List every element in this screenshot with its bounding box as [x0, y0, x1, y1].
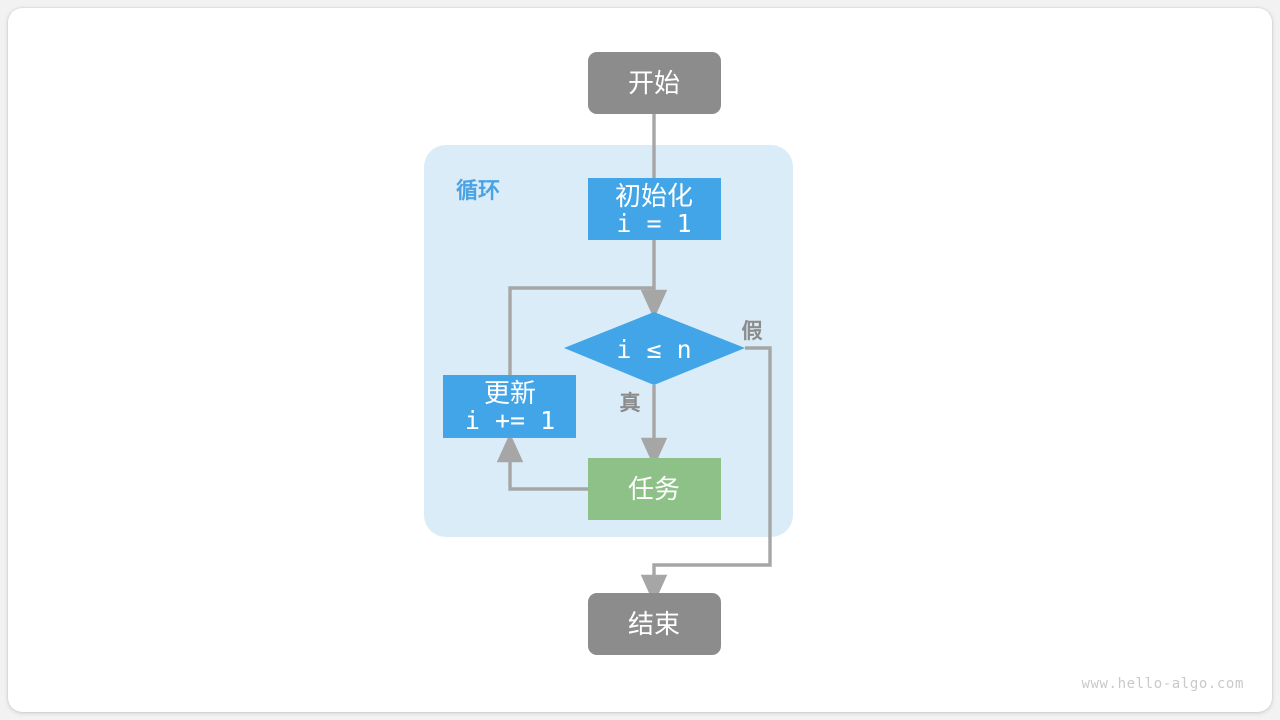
node-decision[interactable]: i ≤ n — [564, 312, 745, 385]
edge-update-to-decision — [508, 286, 654, 375]
node-init-label: 初始化 — [615, 181, 693, 211]
node-decision-label: i ≤ n — [616, 335, 691, 364]
node-end-shape — [588, 593, 721, 655]
node-task[interactable]: 任务 — [588, 458, 721, 520]
loop-group-label: 循环 — [456, 178, 500, 203]
node-update-label: 更新 — [484, 378, 536, 408]
node-update-sublabel: i += 1 — [465, 406, 555, 435]
edge-task-to-update — [496, 433, 588, 491]
diagram-card: 循环 开始 初始化 i = 1 i ≤ n — [8, 8, 1272, 712]
watermark: www.hello-algo.com — [1081, 676, 1244, 692]
node-init-shape — [588, 178, 721, 240]
flowchart-canvas: 循环 开始 初始化 i = 1 i ≤ n — [424, 52, 793, 655]
node-end-label: 结束 — [628, 609, 680, 639]
node-update[interactable]: 更新 i += 1 — [443, 375, 576, 438]
node-start[interactable]: 开始 — [588, 52, 721, 114]
node-decision-shape — [564, 312, 745, 385]
node-start-label: 开始 — [628, 68, 680, 98]
edge-decision-to-end — [640, 346, 772, 604]
node-task-label: 任务 — [628, 474, 680, 504]
node-task-shape — [588, 458, 721, 520]
node-update-shape — [443, 375, 576, 438]
node-init-sublabel: i = 1 — [616, 209, 691, 238]
branch-label-true: 真 — [620, 391, 641, 415]
node-start-shape — [588, 52, 721, 114]
node-end[interactable]: 结束 — [588, 593, 721, 655]
branch-label-false: 假 — [742, 320, 763, 343]
node-init[interactable]: 初始化 i = 1 — [588, 178, 721, 240]
